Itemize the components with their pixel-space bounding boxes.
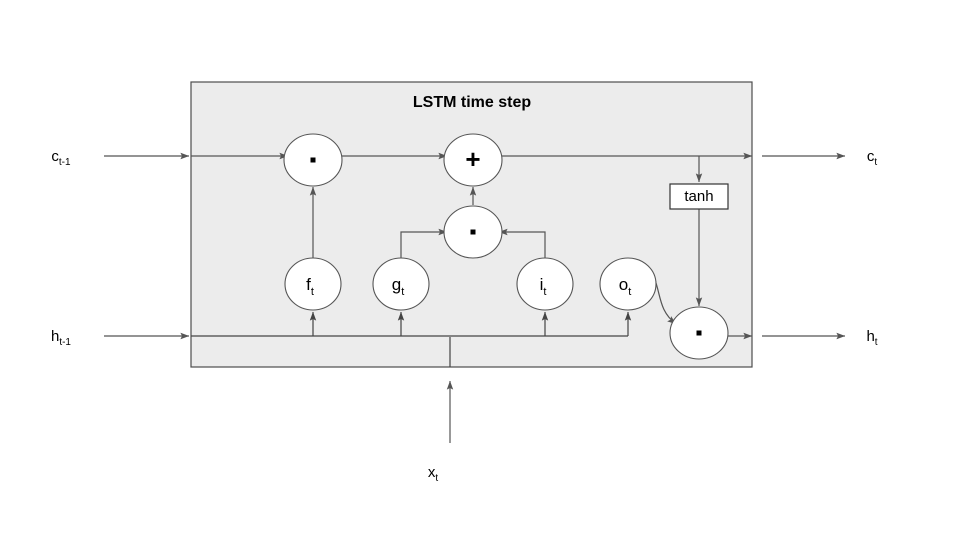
label-hidden-state-prev: ht-1 <box>51 328 71 348</box>
forget-gate-label: ft <box>306 275 314 298</box>
forget-multiply-node[interactable] <box>283 133 343 187</box>
label-input-vector: xt <box>428 464 439 484</box>
candidate-multiply-node[interactable] <box>443 205 503 259</box>
tanh-label: tanh <box>684 188 713 205</box>
input-gate-label: it <box>540 275 547 298</box>
add-symbol: + <box>465 144 480 174</box>
multiply-dot-icon <box>470 229 476 235</box>
output-gate-node[interactable]: ot <box>599 257 657 311</box>
candidate-gate-label: gt <box>392 275 405 298</box>
label-cell-state-prev: ct-1 <box>51 148 71 168</box>
tanh-activation-box[interactable]: tanh <box>669 183 729 210</box>
multiply-dot-icon <box>310 157 316 163</box>
output-multiply-node[interactable] <box>669 306 729 360</box>
output-gate-label: ot <box>619 275 632 298</box>
cell-add-node[interactable]: + <box>443 133 503 187</box>
forget-gate-node[interactable]: ft <box>284 257 342 311</box>
label-cell-state-out: ct <box>867 148 878 168</box>
edge-candidate-gate-to-multiply <box>400 228 448 258</box>
input-gate-node[interactable]: it <box>516 257 574 311</box>
page-title: LSTM time step <box>413 94 531 111</box>
label-hidden-state-out: ht <box>866 328 877 348</box>
multiply-dot-icon <box>696 330 702 336</box>
edge-input-gate-to-multiply <box>498 228 546 258</box>
candidate-gate-node[interactable]: gt <box>372 257 430 311</box>
